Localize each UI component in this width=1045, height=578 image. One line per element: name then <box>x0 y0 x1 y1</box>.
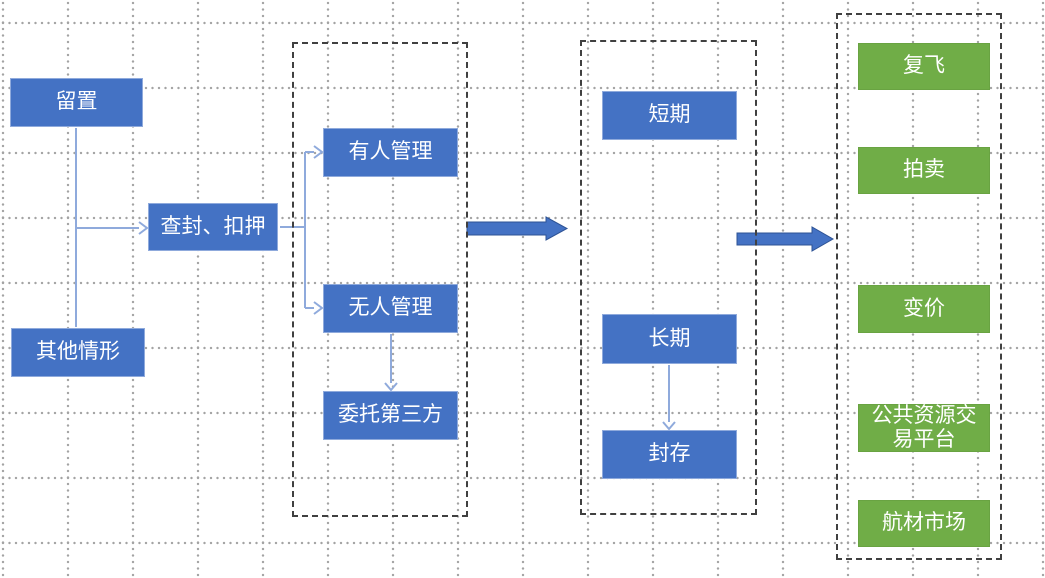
node-chafeng-kouya[interactable]: 查封、扣押 <box>148 203 278 251</box>
node-weituo-disanfang[interactable]: 委托第三方 <box>323 391 458 440</box>
group-management[interactable] <box>292 42 468 517</box>
node-qita-qingxing[interactable]: 其他情形 <box>11 328 145 377</box>
block-arrow-duration-to-disposal[interactable] <box>736 226 835 252</box>
node-changqi[interactable]: 长期 <box>602 314 737 364</box>
group-disposal[interactable] <box>836 13 1002 560</box>
arrowhead-into-chafeng <box>138 221 149 235</box>
block-arrow-management-to-duration[interactable] <box>466 216 569 241</box>
node-youren-guanli[interactable]: 有人管理 <box>323 128 458 177</box>
node-gonggong-ziyuan-jiaoyi[interactable]: 公共资源交易平台 <box>858 404 990 452</box>
node-hangcai-shichang[interactable]: 航材市场 <box>858 500 990 547</box>
node-fengcun[interactable]: 封存 <box>602 430 737 479</box>
node-bianjia[interactable]: 变价 <box>858 285 990 333</box>
node-fufei[interactable]: 复飞 <box>858 43 990 90</box>
node-paimai[interactable]: 拍卖 <box>858 147 990 194</box>
group-duration[interactable] <box>580 40 757 515</box>
node-duanqi[interactable]: 短期 <box>602 91 737 140</box>
node-liuzhi[interactable]: 留置 <box>10 78 143 127</box>
node-wuren-guanli[interactable]: 无人管理 <box>323 284 458 333</box>
